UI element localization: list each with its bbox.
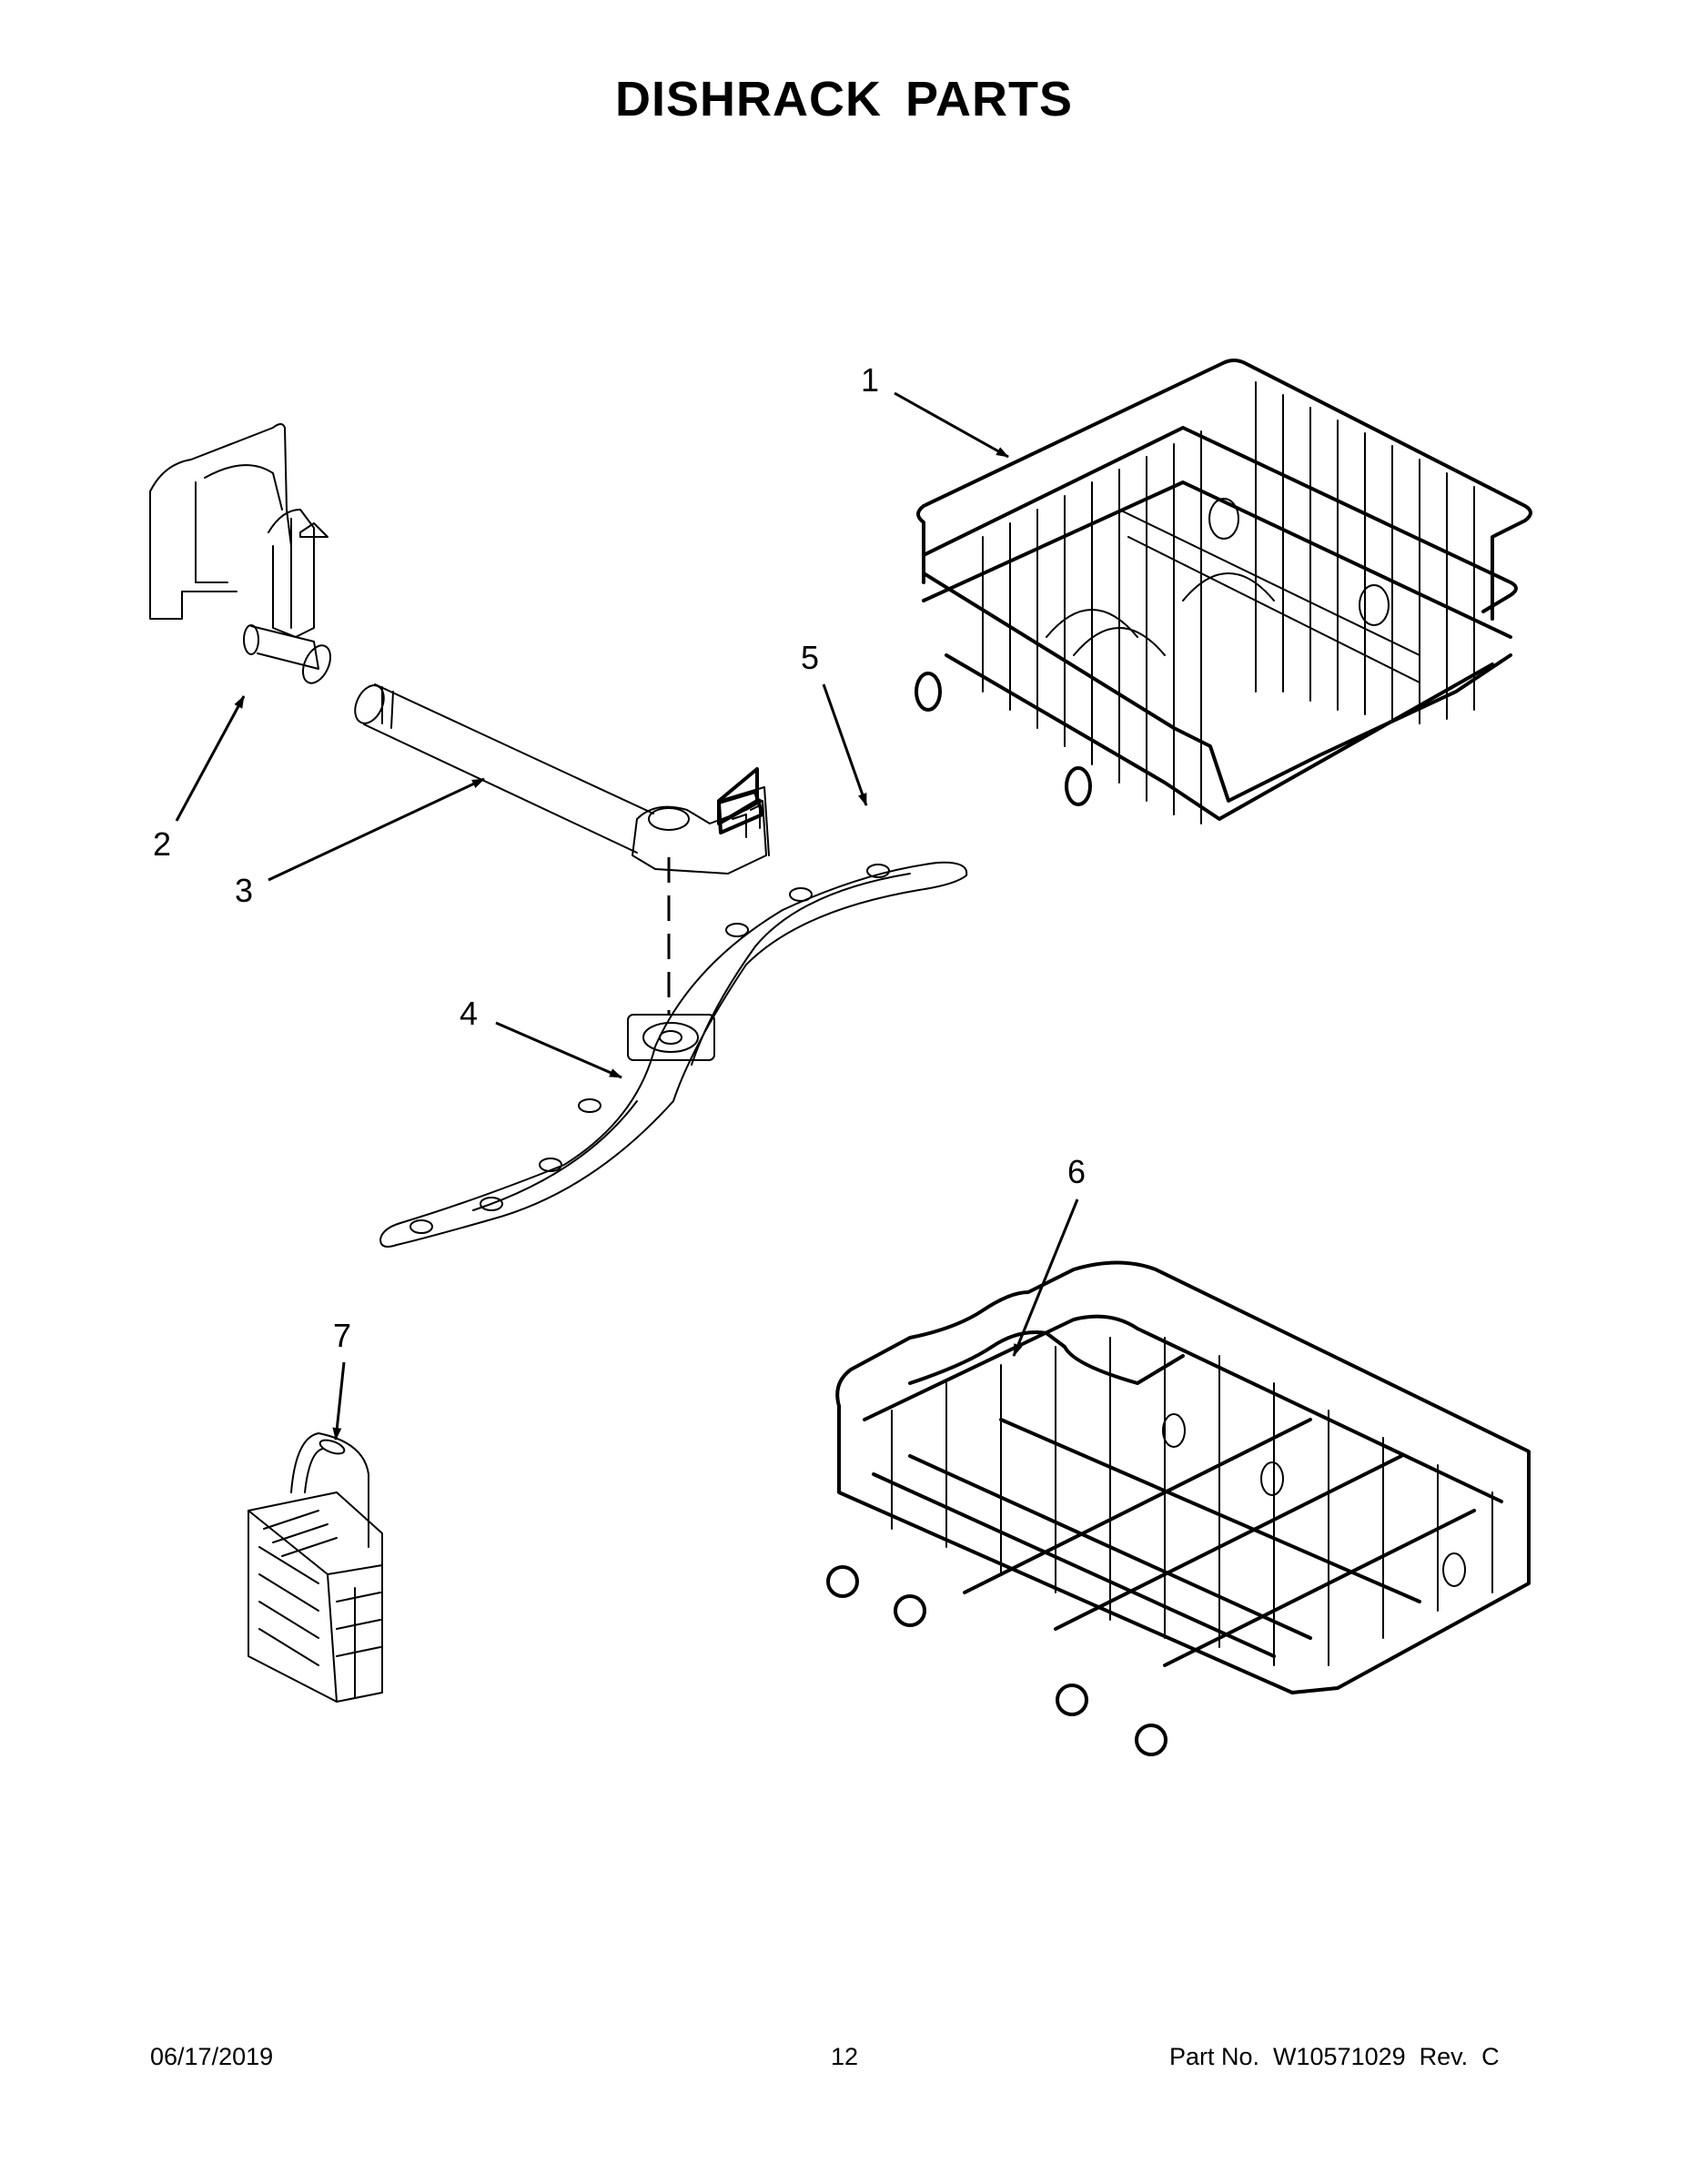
callout-6: 6 [1067,1153,1087,1190]
footer-page-number: 12 [831,2043,859,2070]
callout-1: 1 [861,361,880,399]
upper-spray-arm-illustration [379,861,968,1248]
water-feed-manifold-illustration [149,423,332,684]
spray-arm-feed-tube-illustration [354,683,770,875]
leader-arrow-3 [268,777,485,882]
lower-dishrack-illustration [826,1260,1531,1756]
leader-arrow-2 [175,695,246,822]
footer-part-number: Part No. W10571029 Rev. C [1169,2043,1500,2070]
connector-clip-illustration-main [717,767,762,825]
leader-arrow-6 [1012,1198,1079,1357]
leader-arrow-7 [332,1361,346,1441]
page-title: DISHRACK PARTS [614,72,1073,126]
callout-3: 3 [235,872,254,909]
leader-arrow-4 [495,1021,622,1079]
callout-2: 2 [153,825,172,863]
footer-date: 06/17/2019 [150,2043,274,2070]
upper-dishrack-illustration [915,359,1532,824]
callout-4: 4 [460,995,479,1032]
leader-arrow-5 [822,683,868,806]
callout-7: 7 [333,1317,352,1354]
callout-5: 5 [801,639,820,676]
silverware-basket-illustration [248,1432,383,1703]
leader-arrow-1 [894,391,1009,459]
